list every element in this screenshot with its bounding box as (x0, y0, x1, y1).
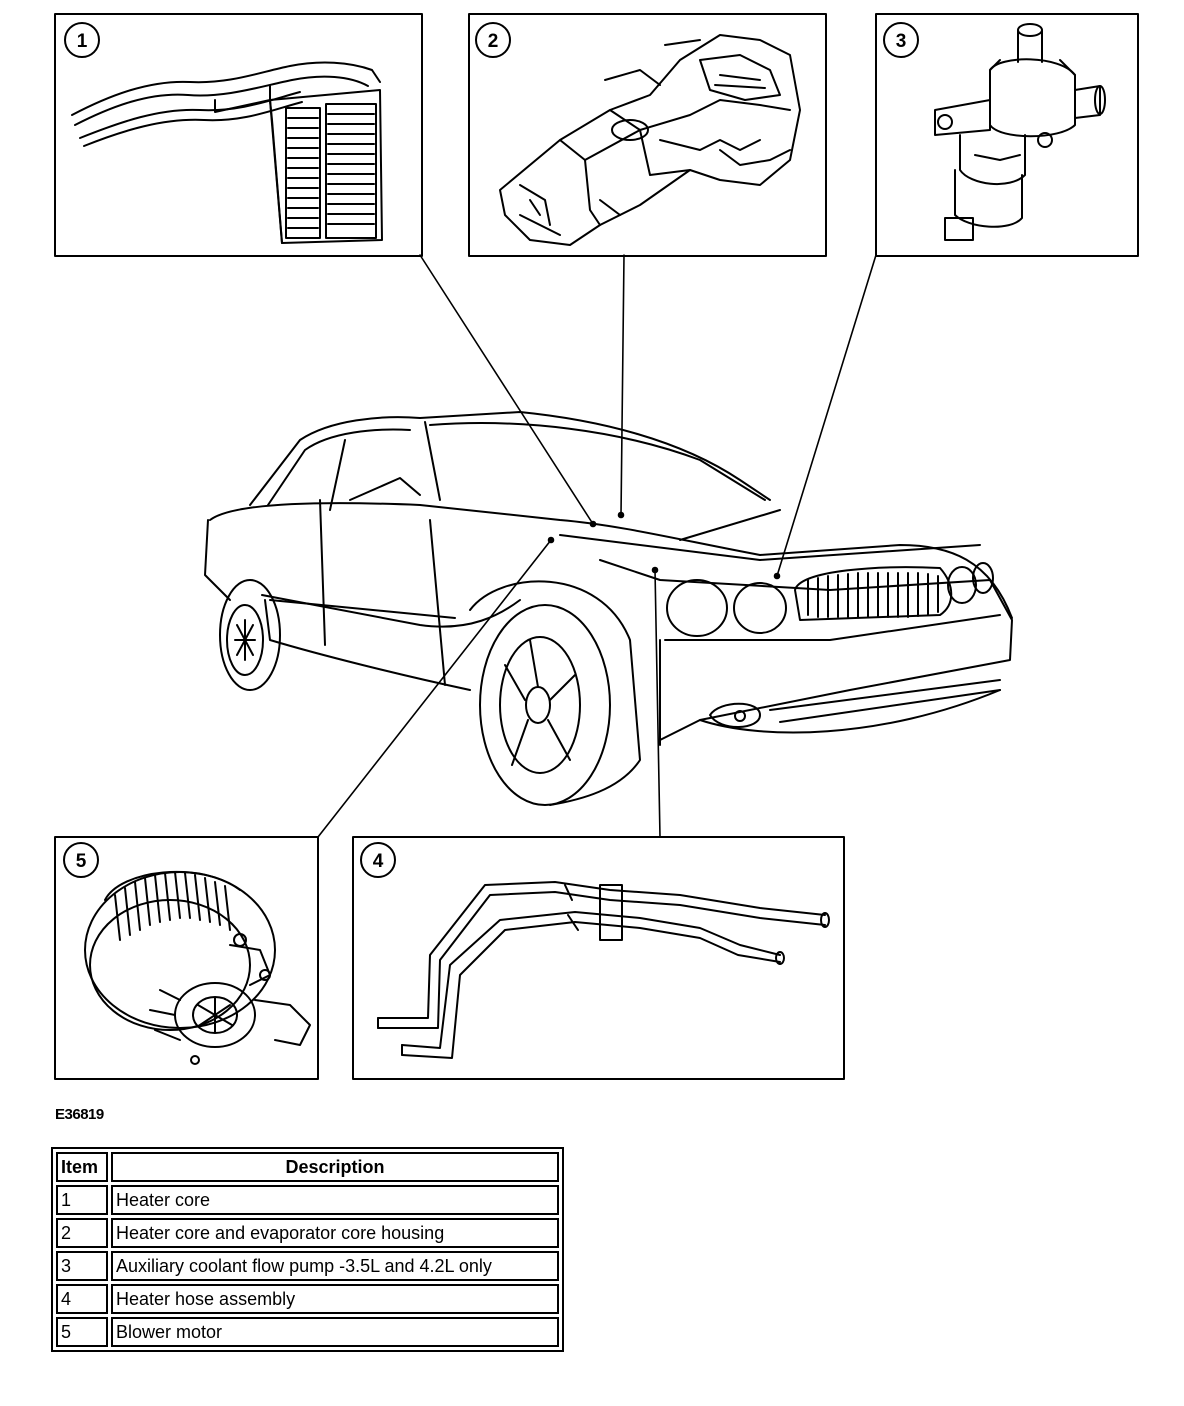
legend-item-number: 4 (56, 1284, 108, 1314)
callout-number-2: 2 (488, 31, 499, 52)
callout-number-5: 5 (76, 851, 87, 872)
legend-item-number: 2 (56, 1218, 108, 1248)
callout-number-3: 3 (896, 31, 907, 52)
legend-header-item: Item (56, 1152, 108, 1182)
car-illustration (204, 411, 1013, 806)
callout-box-2: 2 (468, 13, 827, 257)
hvac-housing-illustration (499, 34, 801, 246)
callout-box-3: 3 (875, 13, 1139, 257)
heater-hose-illustration (377, 881, 830, 1059)
diagram-artwork: 1 2 (54, 13, 1139, 1080)
legend-item-number: 5 (56, 1317, 108, 1347)
figure-id: E36819 (55, 1106, 104, 1123)
legend-row: 1 Heater core (56, 1185, 559, 1215)
legend-row: 5 Blower motor (56, 1317, 559, 1347)
callout-number-1: 1 (77, 31, 88, 52)
legend-item-number: 1 (56, 1185, 108, 1215)
legend-item-description: Blower motor (111, 1317, 559, 1347)
legend-header-description: Description (111, 1152, 559, 1182)
callout-box-4: 4 (352, 836, 845, 1080)
heater-core-illustration (71, 61, 383, 244)
callout-box-1: 1 (54, 13, 423, 257)
legend-item-description: Heater core and evaporator core housing (111, 1218, 559, 1248)
leader-lines (317, 254, 877, 838)
blower-motor-illustration (84, 870, 311, 1065)
callout-number-4: 4 (373, 851, 384, 872)
legend-item-description: Heater hose assembly (111, 1284, 559, 1314)
coolant-pump-illustration (934, 23, 1106, 241)
legend-item-number: 3 (56, 1251, 108, 1281)
legend-header-row: Item Description (56, 1152, 559, 1182)
legend-row: 4 Heater hose assembly (56, 1284, 559, 1314)
callout-box-5: 5 (54, 836, 319, 1080)
legend-item-description: Auxiliary coolant flow pump -3.5L and 4.… (111, 1251, 559, 1281)
legend-row: 3 Auxiliary coolant flow pump -3.5L and … (56, 1251, 559, 1281)
legend-item-description: Heater core (111, 1185, 559, 1215)
legend-row: 2 Heater core and evaporator core housin… (56, 1218, 559, 1248)
legend-table: Item Description 1 Heater core 2 Heater … (51, 1147, 564, 1352)
